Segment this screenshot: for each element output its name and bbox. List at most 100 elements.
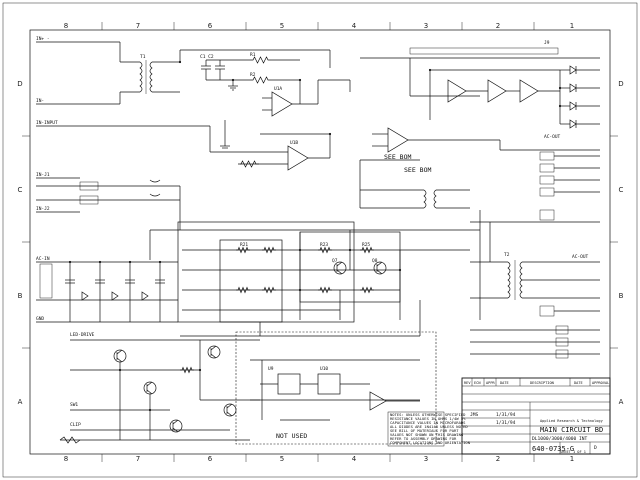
svg-text:SW1: SW1: [70, 402, 78, 408]
inner-border: [29, 29, 611, 455]
opamp-symbol: [271, 91, 293, 117]
svg-text:IN-J2: IN-J2: [36, 206, 50, 212]
drawing-date: 1/31/94: [496, 412, 516, 418]
col-label-bottom: 7: [136, 455, 140, 463]
svg-text:U1A: U1A: [274, 86, 282, 92]
svg-text:IN-INPUT: IN-INPUT: [36, 120, 58, 126]
col-label-top: 6: [208, 22, 213, 30]
note-line: VALUES NOT SHOWN ON THIS DRAWING: [390, 432, 464, 437]
col-label-bottom: 5: [280, 455, 284, 463]
transistor-symbol: [113, 349, 127, 363]
note-line: CAPACITANCE VALUES IN MICROFARADS: [390, 420, 466, 425]
note-line: RESISTANCE VALUES IN OHMS 1/4W 5%: [390, 416, 466, 421]
col-label-top: 2: [496, 22, 500, 30]
row-label-right: D: [618, 80, 623, 88]
svg-text:IN+ -: IN+ -: [36, 36, 50, 42]
svg-text:R2: R2: [250, 72, 256, 78]
row-label-left: C: [18, 186, 23, 194]
row-label-right: A: [619, 398, 624, 406]
svg-text:R23: R23: [320, 242, 328, 248]
transistor-symbol: [169, 419, 183, 433]
svg-text:Q7: Q7: [332, 258, 338, 264]
rev-header-cell: APPROVAL: [592, 381, 609, 385]
rev-header-cell: ECN: [474, 381, 481, 385]
notes-box: NOTES: UNLESS OTHERWISE SPECIFIED RESIST…: [387, 411, 471, 447]
svg-text:R25: R25: [362, 242, 370, 248]
sheet-number: SHEET 1 OF 1: [560, 450, 586, 454]
company-name: Applied Research & Technology: [540, 419, 604, 423]
svg-text:AC-OUT: AC-OUT: [572, 254, 589, 260]
svg-text:T1: T1: [140, 54, 146, 60]
note-line: SEE BILL OF MATERIALS FOR PART: [390, 428, 459, 433]
rev-header-cell: APPR: [486, 381, 495, 385]
col-label-top: 7: [136, 22, 140, 30]
opamp-symbol: [387, 127, 409, 153]
note-line: NOTES: UNLESS OTHERWISE SPECIFIED: [390, 412, 466, 417]
row-label-right: B: [619, 292, 624, 300]
input-jacks: IN-J1 IN-J2: [36, 172, 181, 230]
col-label-bottom: 8: [64, 455, 68, 463]
control-section: LED-DRIVE SW1 CLIP: [59, 332, 260, 444]
svg-text:R21: R21: [240, 242, 248, 248]
svg-text:LED-DRIVE: LED-DRIVE: [70, 332, 95, 338]
svg-text:IN-: IN-: [36, 98, 44, 104]
diode-array: [559, 65, 600, 129]
svg-text:R1: R1: [250, 52, 256, 58]
see-bom-label: SEE BOM: [404, 166, 431, 174]
row-label-left: A: [18, 398, 23, 406]
opamp-symbol: [519, 79, 539, 103]
opamp-symbol: [447, 79, 467, 103]
rev-header-cell: DESCRIPTION: [530, 381, 554, 385]
rev-header-cell: REV: [464, 381, 471, 385]
row-label-left: D: [17, 80, 22, 88]
drawing-size: D: [594, 445, 597, 451]
input-section: IN+ - IN- IN-INPUT T1 R1 R2 U1A U1B C1 C…: [36, 36, 351, 171]
opamp-symbol: [287, 145, 309, 171]
input-transformer: [120, 60, 180, 94]
not-used-region: U9 U10: [235, 331, 437, 445]
opamp-symbol: [487, 79, 507, 103]
svg-text:T2: T2: [504, 252, 510, 258]
svg-text:J9: J9: [544, 40, 550, 46]
transistor-symbol: [223, 403, 237, 417]
svg-text:U10: U10: [320, 366, 328, 372]
row-label-right: C: [619, 186, 624, 194]
note-line: ALL DIODES ARE 1N4148 UNLESS NOTED: [390, 424, 468, 429]
drawing-title: MAIN CIRCUIT BD: [540, 426, 603, 434]
transistor-symbol: [143, 381, 157, 395]
transistor-symbol: [373, 261, 387, 275]
svg-text:C1 C2: C1 C2: [200, 54, 214, 60]
col-label-bottom: 1: [570, 455, 574, 463]
col-label-bottom: 3: [424, 455, 428, 463]
note-line: REFER TO ASSEMBLY DRAWING FOR: [390, 436, 457, 441]
rev-header-cell: DATE: [574, 381, 583, 385]
output-driver-section: J9 AC-OUT: [359, 40, 600, 209]
col-label-bottom: 2: [496, 455, 500, 463]
col-label-bottom: 4: [352, 455, 357, 463]
svg-text:AC-OUT: AC-OUT: [544, 134, 561, 140]
title-block: [461, 377, 611, 455]
drawing-model: DL1000/3000/4000 INT: [532, 436, 588, 442]
zone-labels: 8 7 6 5 4 3 2 1 8 7 6 5 4 3 2 1 D C B A …: [17, 22, 623, 463]
col-label-top: 1: [570, 22, 574, 30]
engineer-initials: JMS: [470, 412, 479, 418]
see-bom-label: SEE BOM: [384, 153, 411, 161]
svg-text:IN-J1: IN-J1: [36, 172, 50, 178]
zone-ticks: [22, 22, 618, 462]
note-line: COMPONENT LOCATIONS AND ORIENTATION: [390, 440, 471, 445]
svg-text:U1B: U1B: [290, 140, 298, 146]
check-date: 1/31/94: [496, 420, 516, 426]
svg-text:Q8: Q8: [372, 258, 378, 264]
col-label-top: 8: [64, 22, 68, 30]
drawing-number: 640-0735-G: [532, 445, 574, 453]
line-input-section: AC-IN GND: [36, 256, 178, 323]
svg-text:GND: GND: [36, 316, 44, 322]
svg-text:AC-IN: AC-IN: [36, 256, 50, 262]
col-label-top: 5: [280, 22, 284, 30]
svg-text:U9: U9: [268, 366, 274, 372]
row-label-left: B: [18, 292, 23, 300]
rev-header-cell: DATE: [500, 381, 509, 385]
output-transformer: T2 AC-OUT: [470, 209, 600, 359]
